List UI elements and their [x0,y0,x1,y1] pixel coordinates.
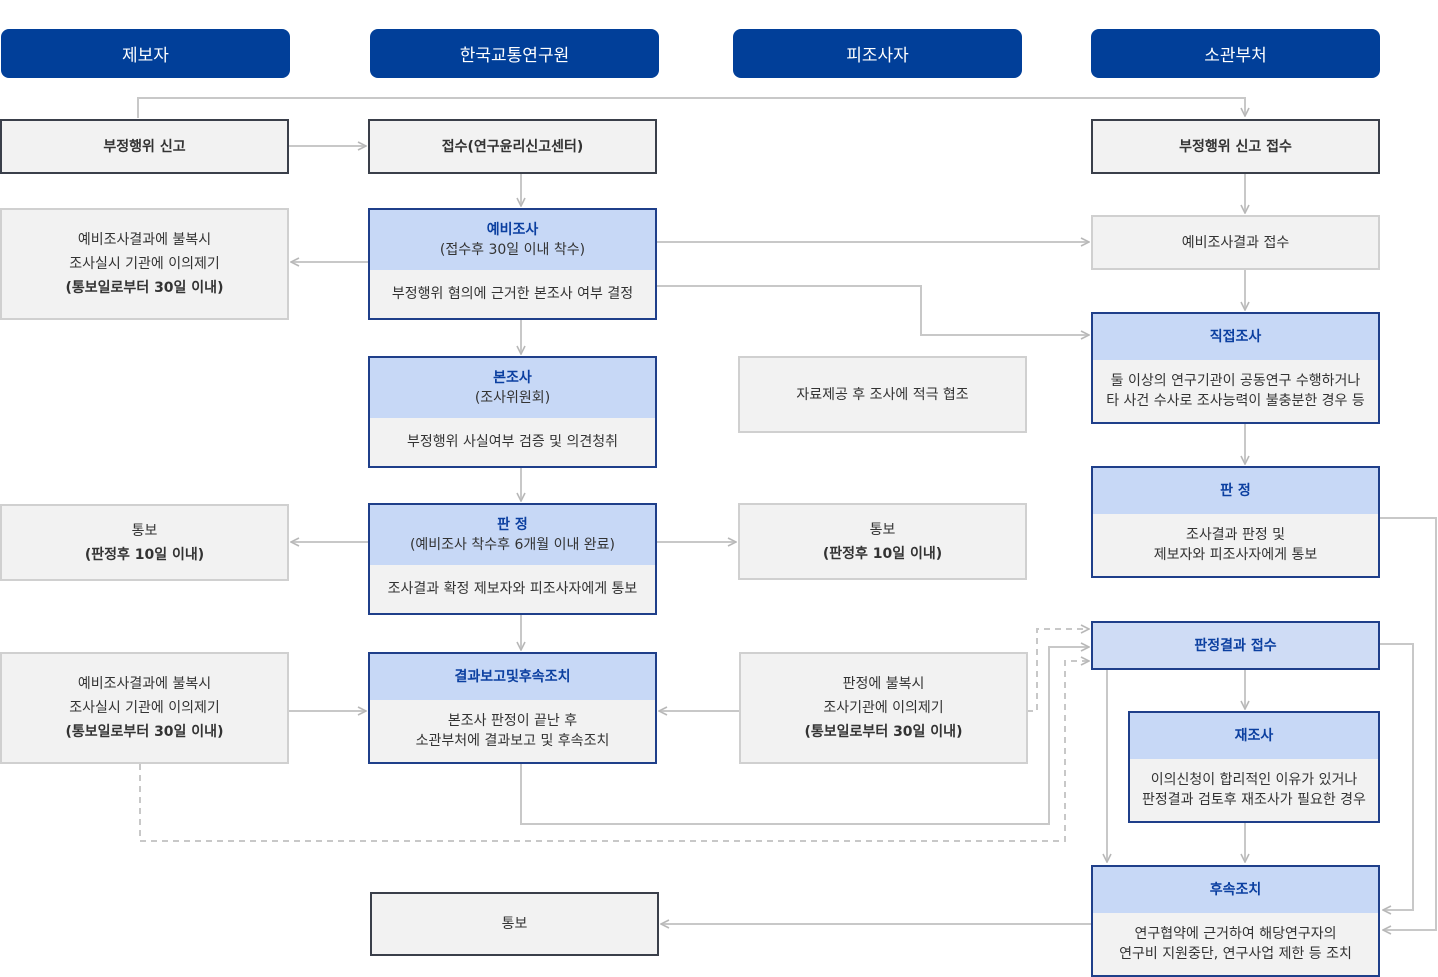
box-objection-2: 예비조사결과에 불복시 조사실시 기관에 이의제기 (통보일로부터 30일 이내… [0,652,289,764]
final-notice-label: 통보 [501,916,528,932]
box-prelim: 예비조사 (접수후 30일 이내 착수) 부정행위 혐의에 근거한 본조사 여부… [368,208,657,320]
report-receipt-label: 부정행위 신고 접수 [1179,138,1292,155]
objection-1-line-1: 예비조사결과에 불복시 [77,232,212,248]
followup-body: 본조사 판정이 끝난 후 소관부처에 결과보고 및 후속조치 [370,700,655,762]
direct-head: 직접조사 [1093,314,1378,360]
prelim-head: 예비조사 (접수후 30일 이내 착수) [370,210,655,270]
ministry-followup-head: 후속조치 [1093,867,1378,913]
ministry-followup-body-line-2: 연구비 지원중단, 연구사업 제한 등 조치 [1119,946,1352,962]
main-head: 본조사 (조사위원회) [370,358,655,418]
box-report-receipt: 부정행위 신고 접수 [1091,119,1380,174]
reinvestigate-body-line-2: 판정결과 검토후 재조사가 필요한 경우 [1142,792,1366,808]
box-judgment-receipt: 판정결과 접수 [1091,621,1380,670]
prelim-title: 예비조사 [486,222,539,238]
header-ministry-label: 소관부처 [1204,46,1267,66]
objection-2-line-2: 조사실시 기관에 이의제기 [69,700,220,716]
prelim-body-line-1: 부정행위 혐의에 근거한 본조사 여부 결정 [391,286,634,302]
reinvestigate-head: 재조사 [1130,713,1378,759]
box-objection-respondent: 판정에 불복시 조사기관에 이의제기 (통보일로부터 30일 이내) [739,652,1028,764]
box-report-label: 부정행위 신고 [103,138,186,155]
main-body-line-1: 부정행위 사실여부 검증 및 의견청취 [407,434,618,450]
followup-body-line-2: 소관부처에 결과보고 및 후속조치 [415,733,610,749]
ministry-judgment-body-line-2: 제보자와 피조사자에게 통보 [1153,547,1318,563]
objection-respondent-line-3: (통보일로부터 30일 이내) [804,724,963,740]
box-receipt-label: 접수(연구윤리신고센터) [441,138,584,155]
objection-respondent-line-1: 판정에 불복시 [842,676,925,692]
header-reporter-label: 제보자 [122,46,169,66]
notice-reporter-line-2: (판정후 10일 이내) [84,546,205,563]
box-objection-1: 예비조사결과에 불복시 조사실시 기관에 이의제기 (통보일로부터 30일 이내… [0,208,289,320]
header-respondent-label: 피조사자 [846,46,909,66]
main-sub: (조사위원회) [474,390,551,406]
header-institute: 한국교통연구원 [370,29,659,78]
judgment-sub: (예비조사 착수후 6개월 이내 완료) [409,537,616,553]
prelim-body: 부정행위 혐의에 근거한 본조사 여부 결정 [370,270,655,318]
box-final-notice: 통보 [370,892,659,956]
box-direct-investigation: 직접조사 둘 이상의 연구기관이 공동연구 수행하거나 타 사건 수사로 조사능… [1091,312,1380,424]
header-reporter: 제보자 [1,29,290,78]
header-institute-label: 한국교통연구원 [459,46,570,66]
judgment-head: 판 정 (예비조사 착수후 6개월 이내 완료) [370,505,655,565]
box-notice-reporter: 통보 (판정후 10일 이내) [0,504,289,581]
objection-1-line-3: (통보일로부터 30일 이내) [65,280,224,296]
box-receipt: 접수(연구윤리신고센터) [368,119,657,174]
judgment-body: 조사결과 확정 제보자와 피조사자에게 통보 [370,565,655,613]
followup-title: 결과보고및후속조치 [454,669,571,685]
main-body: 부정행위 사실여부 검증 및 의견청취 [370,418,655,466]
ministry-judgment-head: 판 정 [1093,468,1378,514]
ministry-followup-body: 연구협약에 근거하여 해당연구자의 연구비 지원중단, 연구사업 제한 등 조치 [1093,913,1378,975]
notice-respondent-line-1: 통보 [869,521,896,538]
box-prelim-receipt: 예비조사결과 접수 [1091,215,1380,270]
ministry-judgment-title: 판 정 [1220,483,1251,499]
reinvestigate-body-line-1: 이의신청이 합리적인 이유가 있거나 [1150,772,1358,788]
objection-2-line-3: (통보일로부터 30일 이내) [65,724,224,740]
ministry-followup-body-line-1: 연구협약에 근거하여 해당연구자의 [1134,926,1337,942]
notice-reporter-line-1: 통보 [131,522,158,539]
followup-head: 결과보고및후속조치 [370,654,655,700]
box-notice-respondent: 통보 (판정후 10일 이내) [738,503,1027,580]
box-ministry-judgment: 판 정 조사결과 판정 및 제보자와 피조사자에게 통보 [1091,466,1380,578]
judgment-title: 판 정 [497,517,528,533]
prelim-receipt-label: 예비조사결과 접수 [1181,234,1290,251]
prelim-sub: (접수후 30일 이내 착수) [439,242,586,258]
notice-respondent-line-2: (판정후 10일 이내) [822,545,943,562]
ministry-followup-title: 후속조치 [1209,882,1262,898]
box-report: 부정행위 신고 [0,119,289,174]
objection-respondent-line-2: 조사기관에 이의제기 [823,700,944,716]
cooperate-label: 자료제공 후 조사에 적극 협조 [796,386,969,403]
ministry-judgment-body: 조사결과 판정 및 제보자와 피조사자에게 통보 [1093,514,1378,576]
direct-title: 직접조사 [1209,329,1262,345]
reinvestigate-title: 재조사 [1234,728,1274,744]
box-followup: 결과보고및후속조치 본조사 판정이 끝난 후 소관부처에 결과보고 및 후속조치 [368,652,657,764]
direct-body: 둘 이상의 연구기관이 공동연구 수행하거나 타 사건 수사로 조사능력이 불충… [1093,360,1378,422]
reinvestigate-body: 이의신청이 합리적인 이유가 있거나 판정결과 검토후 재조사가 필요한 경우 [1130,759,1378,821]
box-main-investigation: 본조사 (조사위원회) 부정행위 사실여부 검증 및 의견청취 [368,356,657,468]
direct-body-line-2: 타 사건 수사로 조사능력이 불충분한 경우 등 [1106,393,1365,409]
header-ministry: 소관부처 [1091,29,1380,78]
objection-2-line-1: 예비조사결과에 불복시 [77,676,212,692]
objection-1-line-2: 조사실시 기관에 이의제기 [69,256,220,272]
ministry-judgment-body-line-1: 조사결과 판정 및 [1185,527,1286,543]
judgment-receipt-label: 판정결과 접수 [1194,637,1277,654]
box-reinvestigate: 재조사 이의신청이 합리적인 이유가 있거나 판정결과 검토후 재조사가 필요한… [1128,711,1380,823]
box-judgment: 판 정 (예비조사 착수후 6개월 이내 완료) 조사결과 확정 제보자와 피조… [368,503,657,615]
box-ministry-followup: 후속조치 연구협약에 근거하여 해당연구자의 연구비 지원중단, 연구사업 제한… [1091,865,1380,977]
judgment-body-line-1: 조사결과 확정 제보자와 피조사자에게 통보 [387,581,638,597]
box-cooperate: 자료제공 후 조사에 적극 협조 [738,356,1027,433]
header-respondent: 피조사자 [733,29,1022,78]
followup-body-line-1: 본조사 판정이 끝난 후 [447,713,578,729]
direct-body-line-1: 둘 이상의 연구기관이 공동연구 수행하거나 [1110,373,1361,389]
main-title: 본조사 [493,370,532,386]
